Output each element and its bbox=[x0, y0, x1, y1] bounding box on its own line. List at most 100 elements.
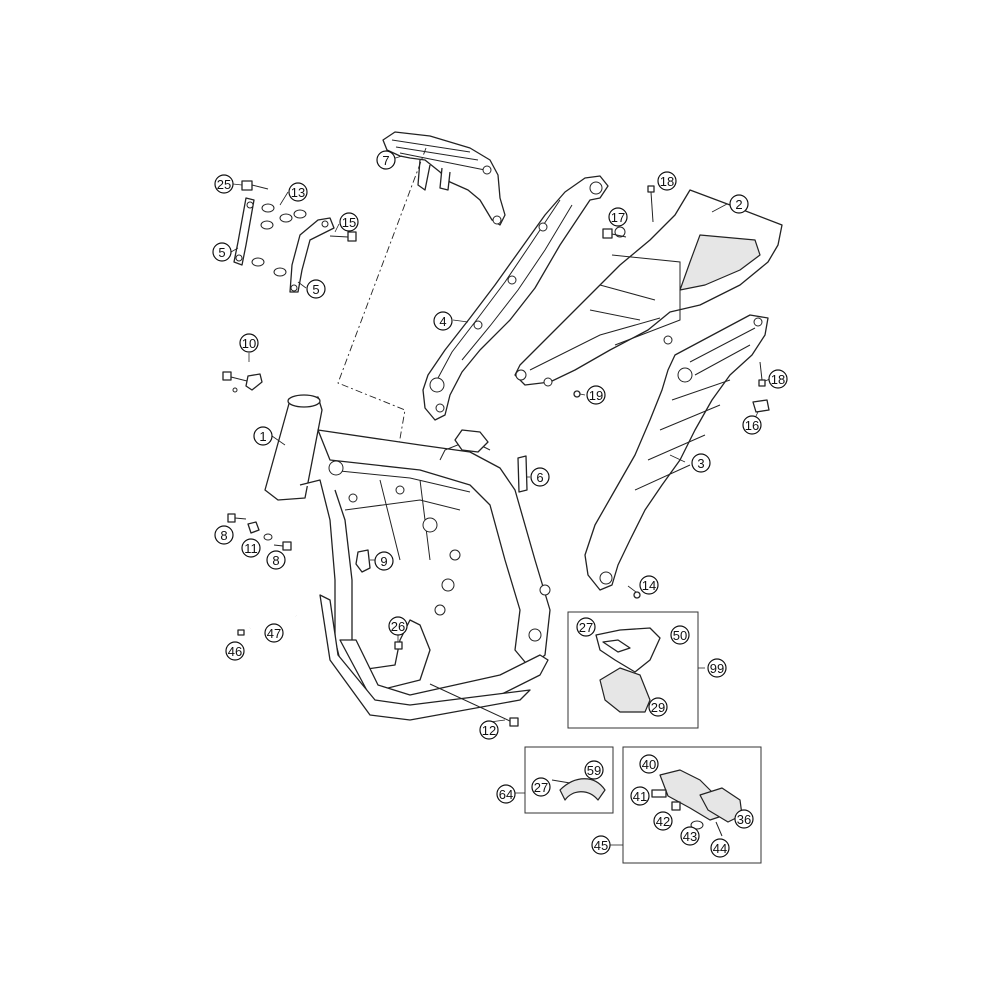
callout-9: 9 bbox=[374, 551, 394, 571]
callout-number: 41 bbox=[633, 789, 647, 804]
callout-40: 40 bbox=[639, 754, 659, 774]
callout-number: 6 bbox=[536, 470, 543, 485]
callout-circle bbox=[639, 575, 659, 595]
callout-number: 14 bbox=[642, 578, 656, 593]
box-45 bbox=[622, 746, 762, 864]
callout-18: 18 bbox=[768, 369, 788, 389]
callout-10: 10 bbox=[239, 333, 259, 353]
part-7-upper-bracket bbox=[382, 131, 506, 226]
callout-circle bbox=[576, 617, 596, 637]
callout-number: 59 bbox=[587, 763, 601, 778]
callout-circle bbox=[496, 784, 516, 804]
callout-number: 12 bbox=[482, 723, 496, 738]
callout-circle bbox=[729, 194, 749, 214]
callout-number: 45 bbox=[594, 838, 608, 853]
part-5-bracket-right bbox=[289, 217, 335, 293]
callout-5: 5 bbox=[212, 242, 232, 262]
callout-circle bbox=[214, 174, 234, 194]
box-64 bbox=[524, 746, 614, 814]
callout-44: 44 bbox=[710, 838, 730, 858]
callout-number: 10 bbox=[242, 336, 256, 351]
callout-circle bbox=[742, 415, 762, 435]
callout-7: 7 bbox=[376, 150, 396, 170]
callout-circle bbox=[530, 467, 550, 487]
callout-number: 47 bbox=[267, 626, 281, 641]
callout-43: 43 bbox=[680, 826, 700, 846]
callout-number: 25 bbox=[217, 177, 231, 192]
callout-number: 42 bbox=[656, 814, 670, 829]
callout-29: 29 bbox=[648, 697, 668, 717]
callout-circle bbox=[734, 809, 754, 829]
part-15-bolt bbox=[329, 231, 357, 242]
part-18-bolt-upper bbox=[647, 185, 655, 223]
callout-19: 19 bbox=[586, 385, 606, 405]
callout-number: 8 bbox=[272, 553, 279, 568]
callout-number: 64 bbox=[499, 787, 513, 802]
callout-circle bbox=[239, 333, 259, 353]
callout-8: 8 bbox=[214, 525, 234, 545]
part-11-nut bbox=[247, 521, 273, 541]
callout-circle bbox=[653, 811, 673, 831]
callout-5: 5 bbox=[306, 279, 326, 299]
part-50-chain-slider bbox=[595, 627, 661, 673]
callout-number: 40 bbox=[642, 757, 656, 772]
part-46-clamp bbox=[237, 629, 245, 636]
callout-number: 4 bbox=[439, 314, 446, 329]
callout-circle bbox=[376, 150, 396, 170]
callout-circle bbox=[768, 369, 788, 389]
callout-11: 11 bbox=[241, 538, 261, 558]
callout-circle bbox=[584, 760, 604, 780]
callout-number: 26 bbox=[391, 619, 405, 634]
callout-99: 99 bbox=[707, 658, 727, 678]
part-8-bolt-upper bbox=[227, 513, 247, 523]
callout-circle bbox=[630, 786, 650, 806]
part-13-washers bbox=[251, 203, 307, 277]
callout-number: 44 bbox=[713, 841, 727, 856]
assembly-line-7 bbox=[337, 147, 427, 451]
callout-number: 5 bbox=[312, 282, 319, 297]
callout-18: 18 bbox=[657, 171, 677, 191]
callout-number: 5 bbox=[218, 245, 225, 260]
part-47-hose bbox=[248, 610, 297, 630]
callout-64: 64 bbox=[496, 784, 516, 804]
callout-circle bbox=[388, 616, 408, 636]
callout-41: 41 bbox=[630, 786, 650, 806]
callout-number: 7 bbox=[382, 153, 389, 168]
callout-46: 46 bbox=[225, 641, 245, 661]
callout-circle bbox=[214, 525, 234, 545]
callout-number: 8 bbox=[220, 528, 227, 543]
callout-14: 14 bbox=[639, 575, 659, 595]
callout-59: 59 bbox=[584, 760, 604, 780]
part-44-cotter-pin bbox=[715, 821, 723, 837]
callout-number: 50 bbox=[673, 628, 687, 643]
callout-circle bbox=[591, 835, 611, 855]
callout-number: 11 bbox=[244, 541, 258, 556]
part-14-bolt bbox=[633, 591, 641, 599]
callout-circle bbox=[531, 777, 551, 797]
callout-42: 42 bbox=[653, 811, 673, 831]
callout-number: 99 bbox=[710, 661, 724, 676]
part-59-guard bbox=[551, 778, 606, 801]
callout-circle bbox=[707, 658, 727, 678]
callout-circle bbox=[710, 838, 730, 858]
callout-number: 2 bbox=[735, 197, 742, 212]
callout-number: 17 bbox=[611, 210, 625, 225]
callout-number: 27 bbox=[534, 780, 548, 795]
callout-3: 3 bbox=[691, 453, 711, 473]
callout-circle bbox=[339, 212, 359, 232]
callout-circle bbox=[657, 171, 677, 191]
part-6-clip bbox=[517, 455, 528, 493]
leader-lines bbox=[230, 155, 771, 846]
part-10-kit bbox=[222, 371, 263, 393]
callout-12: 12 bbox=[479, 720, 499, 740]
part-16-grommet bbox=[752, 399, 770, 413]
callout-4: 4 bbox=[433, 311, 453, 331]
callout-17: 17 bbox=[608, 207, 628, 227]
callout-circle bbox=[586, 385, 606, 405]
part-41-pin bbox=[651, 789, 667, 798]
callout-circle bbox=[691, 453, 711, 473]
part-3-side-panel bbox=[584, 314, 769, 591]
callout-number: 27 bbox=[579, 620, 593, 635]
